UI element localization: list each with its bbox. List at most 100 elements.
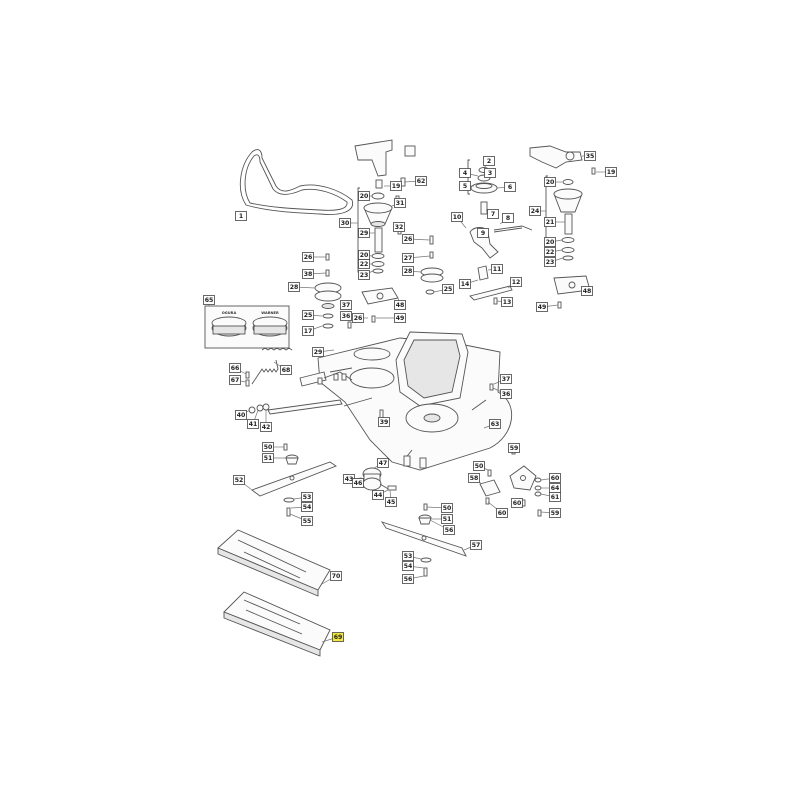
- callout-c60b: 60: [496, 508, 508, 518]
- callout-box-c60b: [496, 508, 508, 518]
- callout-c32: 32: [393, 222, 405, 232]
- callout-box-c7: [487, 209, 499, 219]
- callout-c25a: 25: [442, 284, 454, 294]
- callout-c1: 1: [235, 211, 247, 221]
- callout-number-c24: 24: [531, 208, 540, 215]
- callout-box-c51b: [441, 514, 453, 524]
- callout-box-c19a: [390, 181, 402, 191]
- drive-belt: [239, 149, 354, 215]
- callout-c29a: 29: [358, 228, 370, 238]
- callout-number-c43: 43: [345, 476, 354, 483]
- callout-number-c39: 39: [380, 419, 389, 426]
- callout-box-c54a: [301, 502, 313, 512]
- callout-box-c31: [394, 198, 406, 208]
- callout-box-c50b: [473, 461, 485, 471]
- callout-box-c54b: [402, 561, 414, 571]
- callout-box-c20c: [544, 177, 556, 187]
- callout-number-c4: 4: [463, 170, 468, 177]
- callout-number-c20d: 20: [546, 239, 555, 246]
- callout-number-c6: 6: [508, 184, 512, 191]
- deflector-assembly: [479, 383, 542, 517]
- callout-number-c12: 12: [512, 279, 521, 286]
- callout-box-c22b: [544, 247, 556, 257]
- callout-number-c7: 7: [491, 211, 495, 218]
- callout-box-c51a: [262, 453, 274, 463]
- callout-c23a: 23: [358, 270, 370, 280]
- callout-box-c59b: [549, 508, 561, 518]
- callout-box-c48b: [581, 286, 593, 296]
- callout-number-c11: 11: [493, 266, 502, 273]
- callout-box-c25b: [302, 310, 314, 320]
- callout-box-c12: [510, 277, 522, 287]
- callout-number-c54a: 54: [303, 504, 312, 511]
- callout-box-c2: [483, 156, 495, 166]
- callout-c9: 9: [477, 228, 489, 238]
- springs: [245, 347, 293, 387]
- callout-box-c20d: [544, 237, 556, 247]
- callout-box-c24: [529, 206, 541, 216]
- callout-number-c59a: 59: [510, 445, 519, 452]
- callout-number-c63: 63: [491, 421, 500, 428]
- callout-c58: 58: [468, 473, 480, 483]
- callout-box-c50a: [262, 442, 274, 452]
- clutch-inset: OGURA WARNER: [204, 305, 290, 349]
- callout-number-c29b: 29: [314, 349, 323, 356]
- callout-number-c37b: 37: [502, 376, 511, 383]
- callout-c14: 14: [459, 279, 471, 289]
- callout-number-c44: 44: [374, 492, 383, 499]
- callout-c44: 44: [372, 490, 384, 500]
- callout-c51a: 51: [262, 453, 274, 463]
- callout-box-c30: [339, 218, 351, 228]
- callout-number-c20c: 20: [546, 179, 555, 186]
- callout-number-c22b: 22: [546, 249, 555, 256]
- callout-number-c8: 8: [506, 215, 510, 222]
- callout-c55: 55: [301, 516, 313, 526]
- callout-c28b: 28: [402, 266, 414, 276]
- callout-c38: 38: [302, 269, 314, 279]
- callout-number-c60c: 60: [513, 500, 522, 507]
- callout-number-c26c: 26: [354, 315, 363, 322]
- callout-number-c5: 5: [463, 183, 467, 190]
- callout-box-c60a: [549, 473, 561, 483]
- callout-c3: 3: [484, 168, 496, 178]
- callout-box-c56b: [443, 525, 455, 535]
- callout-number-c27: 27: [404, 255, 413, 262]
- callout-box-c3: [484, 168, 496, 178]
- callout-number-c46: 46: [354, 480, 363, 487]
- callout-c10: 10: [451, 212, 463, 222]
- callout-box-c19b: [605, 167, 617, 177]
- callout-c24: 24: [529, 206, 541, 216]
- left-spindle-assembly: [357, 187, 402, 274]
- callout-number-c53a: 53: [303, 494, 312, 501]
- callout-number-c23a: 23: [360, 272, 369, 279]
- callout-c64: 64: [549, 483, 561, 493]
- callout-number-c10: 10: [453, 214, 462, 221]
- callout-number-c68: 68: [282, 367, 291, 374]
- callout-c26b: 26: [402, 234, 414, 244]
- callout-box-c36a: [340, 311, 352, 321]
- callout-c51b: 51: [441, 514, 453, 524]
- callout-c54b: 54: [402, 561, 414, 571]
- callout-c49b: 49: [536, 302, 548, 312]
- callout-box-c57: [470, 540, 482, 550]
- packaging-trays: [217, 529, 331, 657]
- callout-c39: 39: [378, 417, 390, 427]
- callout-box-c62: [415, 176, 427, 186]
- callout-number-c55: 55: [303, 518, 312, 525]
- callout-number-c50c: 50: [443, 505, 452, 512]
- callout-box-c13: [501, 297, 513, 307]
- callout-box-c70: [330, 571, 342, 581]
- left-pulley-assembly: [314, 253, 342, 329]
- callout-box-c26b: [402, 234, 414, 244]
- callout-box-c17: [302, 326, 314, 336]
- callout-box-c28b: [402, 266, 414, 276]
- callout-number-c69: 69: [334, 634, 343, 641]
- callout-c61: 61: [549, 492, 561, 502]
- callout-c12: 12: [510, 277, 522, 287]
- gauge-wheels: [283, 443, 516, 525]
- callout-number-c21: 21: [546, 219, 555, 226]
- callout-number-c38: 38: [304, 271, 313, 278]
- callout-c37b: 37: [500, 374, 512, 384]
- callout-c57: 57: [470, 540, 482, 550]
- right-top-bracket: [529, 145, 583, 169]
